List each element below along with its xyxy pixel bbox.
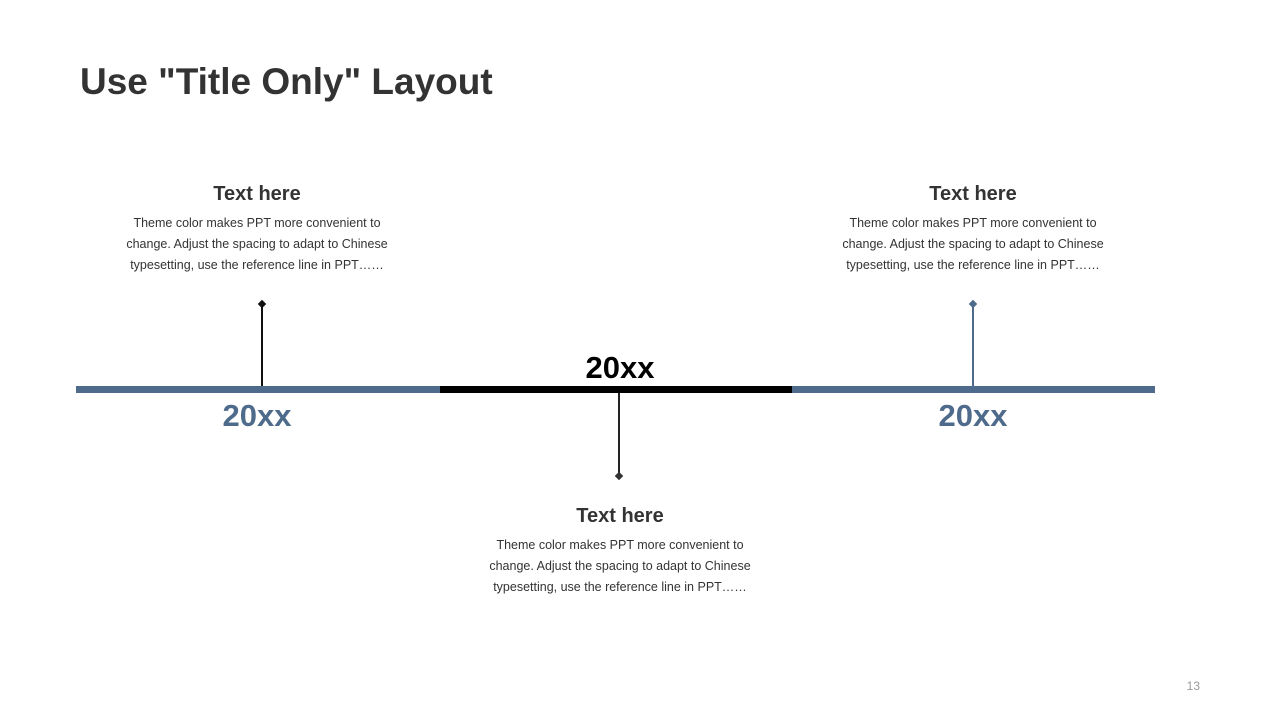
timeline-description: Theme color makes PPT more convenient to… bbox=[489, 538, 751, 594]
slide-title: Use "Title Only" Layout bbox=[80, 61, 493, 102]
timeline-text-block-1: Text here Theme color makes PPT more con… bbox=[112, 181, 402, 276]
timeline-heading: Text here bbox=[929, 183, 1017, 205]
timeline-connector-2 bbox=[618, 393, 620, 475]
timeline-connector-3 bbox=[972, 306, 974, 386]
timeline-heading: Text here bbox=[213, 183, 301, 205]
timeline-bar-middle bbox=[440, 386, 792, 393]
diamond-marker-icon bbox=[257, 299, 267, 309]
timeline-year-3: 20xx bbox=[938, 398, 1008, 433]
diamond-marker-icon bbox=[968, 299, 978, 309]
timeline-text-block-2: Text here Theme color makes PPT more con… bbox=[475, 503, 765, 598]
page-number: 13 bbox=[1186, 679, 1200, 693]
timeline-bar-left bbox=[76, 386, 440, 393]
timeline-description: Theme color makes PPT more convenient to… bbox=[126, 216, 388, 272]
timeline-year-1: 20xx bbox=[222, 398, 292, 433]
timeline-heading: Text here bbox=[576, 505, 664, 527]
timeline-connector-1 bbox=[261, 306, 263, 386]
timeline-text-block-3: Text here Theme color makes PPT more con… bbox=[828, 181, 1118, 276]
timeline-description: Theme color makes PPT more convenient to… bbox=[842, 216, 1104, 272]
diamond-marker-icon bbox=[614, 471, 624, 481]
timeline-year-2: 20xx bbox=[585, 350, 655, 385]
timeline-bar-right bbox=[792, 386, 1155, 393]
